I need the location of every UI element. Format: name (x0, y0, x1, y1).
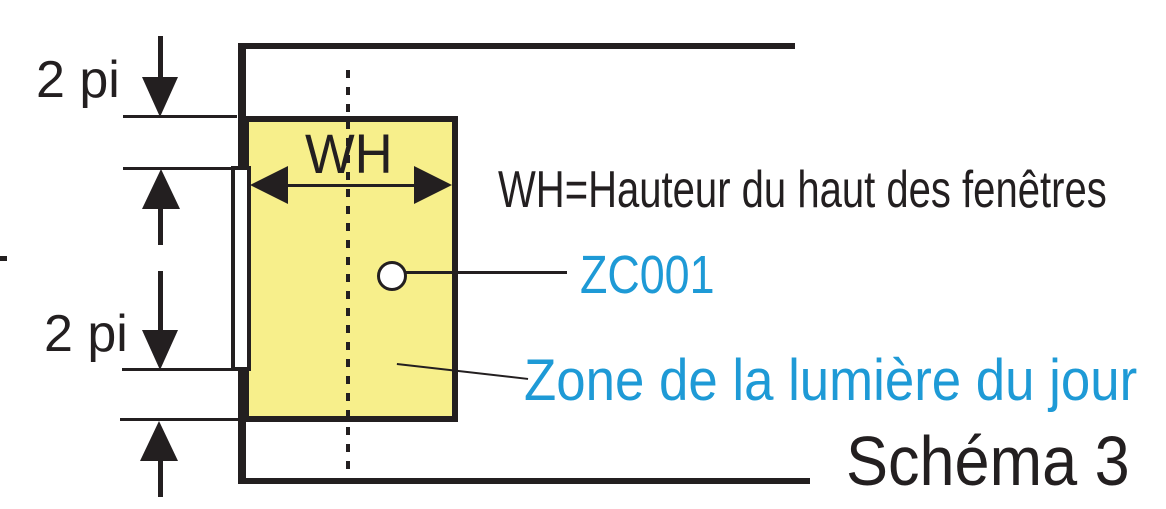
zone-marker-circle (377, 261, 407, 291)
mid-down-arrow-tail (158, 271, 163, 331)
window-rect (231, 166, 251, 371)
bottom-up-arrowhead-icon (140, 421, 178, 461)
zone-bottom-extension-line (120, 418, 238, 421)
wh-label: WH (305, 122, 393, 185)
top-arrow-tail (158, 36, 163, 80)
window-bottom-extension-line (122, 368, 234, 371)
zone-top-extension-line (123, 115, 237, 118)
floor-line (238, 478, 810, 484)
mid-up-arrow-tail (158, 205, 163, 245)
mid-down-arrowhead-icon (142, 330, 178, 370)
top-down-arrowhead-icon (142, 77, 178, 117)
left-edge-tick (0, 256, 7, 261)
caption-label: Schéma 3 (846, 422, 1130, 500)
window-top-extension-line (123, 167, 237, 170)
ceiling-line (238, 43, 795, 49)
wh-arrowhead-right-icon (414, 166, 452, 204)
wh-definition-label: WH=Hauteur du haut des fenêtres (498, 161, 1107, 219)
zone-name-label: Zone de la lumière du jour (524, 348, 1138, 413)
zone-centerline-dotted (346, 70, 350, 478)
wh-arrowhead-left-icon (250, 166, 288, 204)
dim-top-label: 2 pi (36, 51, 120, 109)
wh-dimension-line (284, 184, 418, 187)
zone-code-label: ZC001 (580, 245, 715, 305)
dim-bottom-label: 2 pi (44, 305, 128, 363)
zc001-leader-line (406, 271, 567, 274)
mid-up-arrowhead-icon (142, 169, 180, 209)
bottom-up-arrow-tail (158, 459, 163, 497)
